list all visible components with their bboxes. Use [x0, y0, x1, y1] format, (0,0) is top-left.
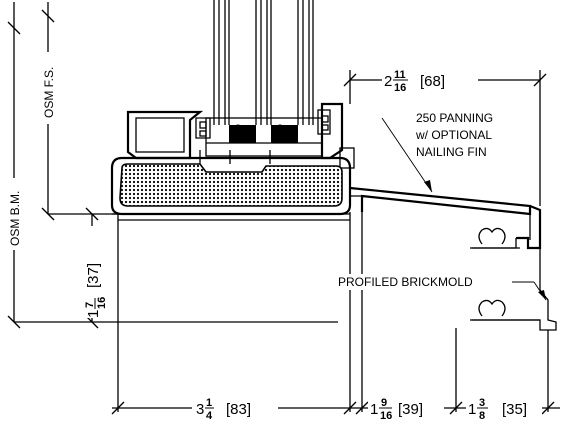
- bottom-dimensions: 3 1 4 [83] 1 9 16 [39] 1 3 8 [35]: [111, 394, 560, 422]
- dim-bottom3-num: 3: [479, 397, 485, 409]
- dim-bottom2-den: 16: [380, 410, 392, 422]
- glass-panes: [213, 0, 314, 125]
- dim-top-whole: 2: [384, 73, 392, 90]
- dim-top-den: 16: [394, 82, 406, 94]
- dim-left-whole: 1: [85, 310, 102, 318]
- dim-bottom2-num: 9: [381, 397, 387, 409]
- brickmold-label: PROFILED BRICKMOLD: [338, 275, 473, 289]
- dim-bottom3-den: 8: [479, 410, 485, 422]
- dim-bottom1-metric: [83]: [226, 401, 251, 418]
- dim-bottom1-whole: 3: [196, 401, 204, 418]
- dim-bottom1-num: 1: [206, 397, 212, 409]
- brickmold-clips: [470, 227, 540, 321]
- glazing-spacers: [205, 117, 323, 157]
- panning-line2: w/ OPTIONAL: [415, 128, 492, 142]
- dim-left-metric: [37]: [85, 263, 102, 288]
- jamb-lines: [14, 212, 549, 412]
- frame-main: [110, 150, 352, 221]
- dim-bottom2-metric: [39]: [398, 401, 423, 418]
- brickmold-callout: PROFILED BRICKMOLD: [336, 274, 547, 301]
- panning-line1: 250 PANNING: [416, 111, 493, 125]
- dim-left-den: 16: [96, 297, 108, 309]
- osm-labels: OSM B.M. OSM F.S.: [6, 52, 56, 250]
- dim-bottom2-whole: 1: [370, 401, 378, 418]
- dim-bottom3-whole: 1: [468, 401, 476, 418]
- dim-top-right: 2 11 16 [68]: [343, 66, 547, 206]
- dim-left-num: 7: [84, 302, 96, 308]
- panning-line3: NAILING FIN: [416, 145, 487, 159]
- sash-left: [126, 110, 211, 160]
- dim-top-metric: [68]: [420, 73, 445, 90]
- dim-bottom3-metric: [35]: [502, 401, 527, 418]
- panning: [349, 186, 557, 331]
- osm-fs-label: OSM F.S.: [42, 67, 56, 118]
- dim-top-num: 11: [394, 69, 406, 81]
- panning-callout: 250 PANNING w/ OPTIONAL NAILING FIN: [381, 111, 493, 193]
- dim-bottom1-den: 4: [206, 410, 213, 422]
- dim-left-vertical: 1 7 16 [37]: [82, 226, 108, 318]
- osm-bm-label: OSM B.M.: [8, 191, 22, 246]
